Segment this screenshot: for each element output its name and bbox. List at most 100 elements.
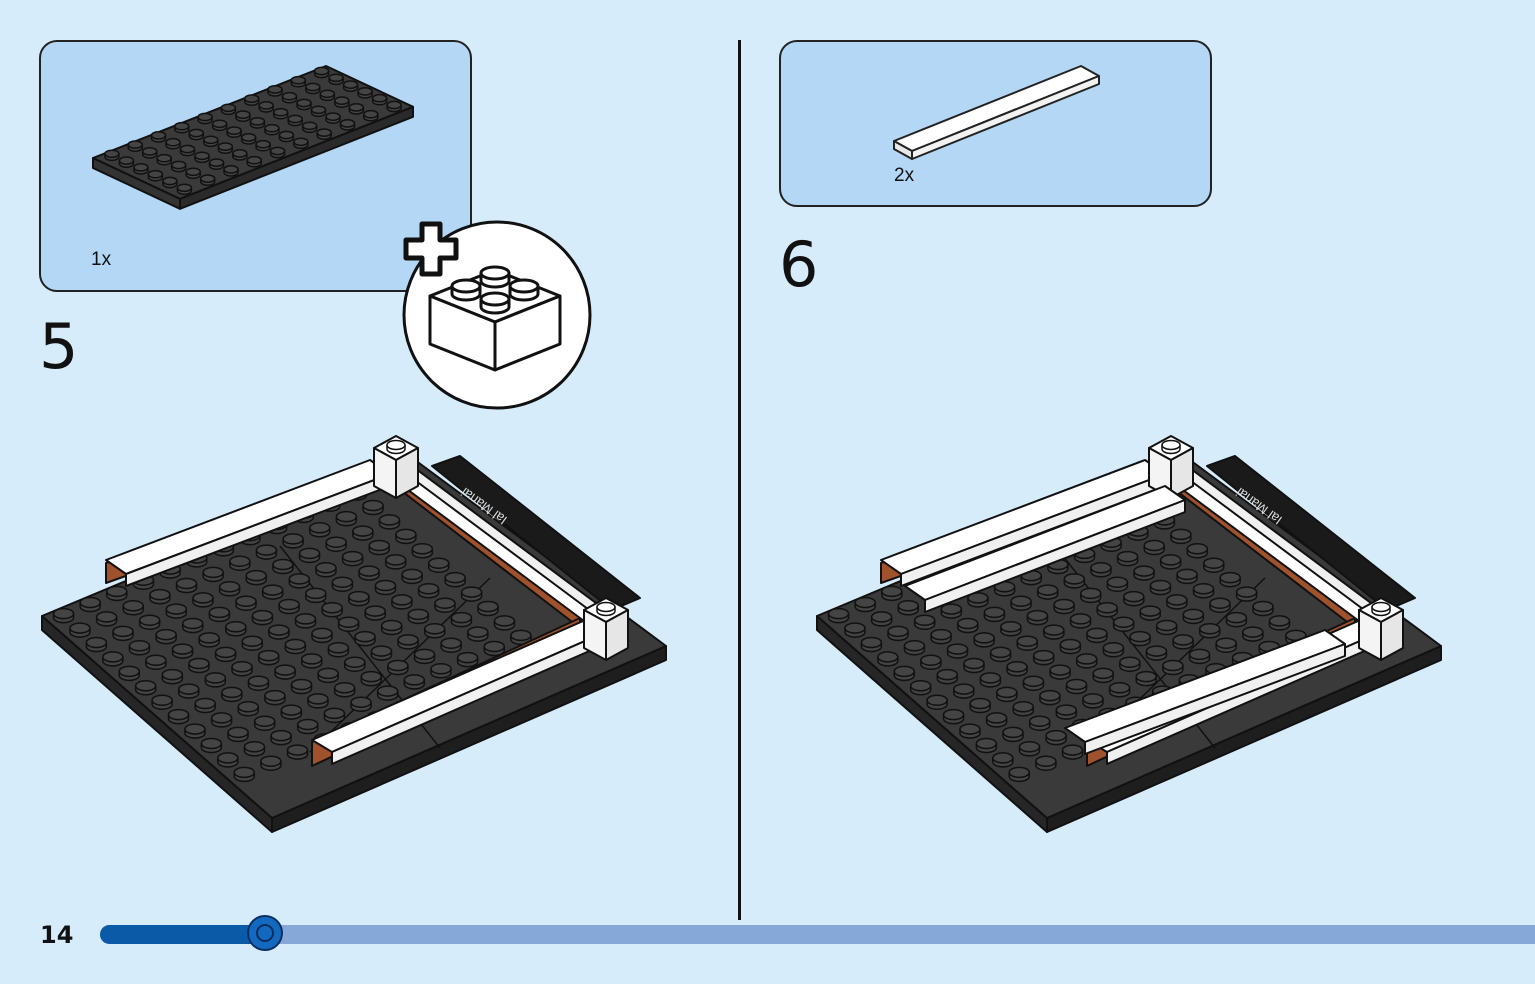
stud: [1061, 744, 1084, 760]
stud: [178, 683, 200, 699]
stud: [1176, 568, 1198, 585]
plaque: [1206, 455, 1416, 611]
stud: [310, 105, 327, 118]
stud: [368, 539, 390, 556]
progress-knob[interactable]: [247, 915, 284, 951]
corner-brick-back-right: [1170, 447, 1194, 499]
stud: [161, 668, 184, 685]
stud: [1139, 605, 1161, 621]
stud: [315, 562, 337, 578]
stud: [380, 619, 403, 636]
page-number: 14: [40, 921, 74, 949]
stud: [156, 153, 172, 166]
stud: [203, 135, 219, 148]
stud: [197, 112, 213, 125]
stud: [364, 605, 386, 621]
stud: [371, 93, 388, 106]
stud: [145, 654, 167, 670]
stud: [1199, 623, 1221, 639]
stud: [339, 119, 356, 131]
stud: [1002, 726, 1024, 743]
stud: [333, 682, 356, 698]
stud: [930, 628, 952, 645]
step-5-parts-box: 1x: [39, 40, 472, 292]
stud: [319, 89, 336, 102]
stud: [298, 547, 321, 564]
stud: [247, 675, 270, 691]
stud: [430, 663, 452, 679]
stud: [1133, 565, 1155, 581]
stud: [138, 614, 161, 630]
stud: [260, 755, 282, 771]
stud: [903, 640, 926, 656]
stud: [1059, 638, 1082, 655]
stud: [106, 585, 128, 602]
stud: [165, 603, 188, 619]
step-5-model-illustration: Ial Manai: [41, 435, 667, 833]
stud: [170, 160, 187, 173]
stud: [909, 680, 932, 696]
stud: [317, 667, 339, 684]
stud: [1129, 630, 1151, 647]
stud: [199, 174, 216, 186]
corner-brick-front: [1358, 597, 1404, 661]
stud: [1161, 439, 1181, 455]
stud: [204, 672, 227, 688]
stud: [378, 514, 401, 530]
stud: [920, 654, 942, 670]
stud: [155, 628, 177, 645]
stud: [218, 581, 241, 597]
stud: [403, 674, 426, 690]
stud: [386, 100, 402, 113]
stud: [350, 696, 372, 712]
stud: [255, 544, 278, 560]
stud: [269, 146, 286, 159]
stud: [460, 586, 483, 602]
stud: [150, 131, 167, 143]
stud: [240, 133, 257, 145]
stud: [1209, 597, 1231, 613]
stud: [264, 689, 286, 706]
stud: [1096, 602, 1118, 618]
stud: [231, 661, 253, 677]
stud: [188, 128, 205, 141]
stud: [307, 693, 329, 709]
stud: [940, 603, 963, 619]
stud: [208, 158, 225, 170]
stud: [1155, 619, 1178, 636]
stud: [1032, 649, 1055, 666]
stud: [942, 708, 965, 725]
stud: [272, 107, 289, 120]
stud: [198, 632, 220, 648]
stud: [95, 611, 118, 627]
stud: [1102, 642, 1125, 658]
stud: [1065, 678, 1088, 695]
stud: [301, 121, 318, 134]
stud: [235, 595, 257, 611]
stud: [969, 697, 991, 714]
stud: [328, 73, 344, 86]
stud: [268, 624, 290, 640]
stud: [1112, 616, 1135, 632]
stud: [167, 708, 190, 725]
step-6-parts-box: 2x: [779, 40, 1212, 207]
stud: [1018, 741, 1041, 757]
stud: [208, 606, 231, 623]
stud: [342, 80, 359, 92]
stud: [391, 594, 413, 610]
stud: [926, 694, 948, 710]
dark-grey-plate-6x10-icon: [92, 65, 414, 210]
stud: [860, 636, 883, 653]
stud: [450, 611, 473, 628]
stud: [245, 569, 267, 586]
stud: [358, 565, 380, 581]
stud: [241, 635, 263, 651]
stud: [363, 109, 379, 122]
stud: [69, 622, 91, 638]
stud: [323, 707, 346, 724]
stud: [251, 609, 274, 626]
stud: [877, 651, 899, 667]
stud: [844, 622, 866, 638]
stud: [456, 651, 479, 668]
